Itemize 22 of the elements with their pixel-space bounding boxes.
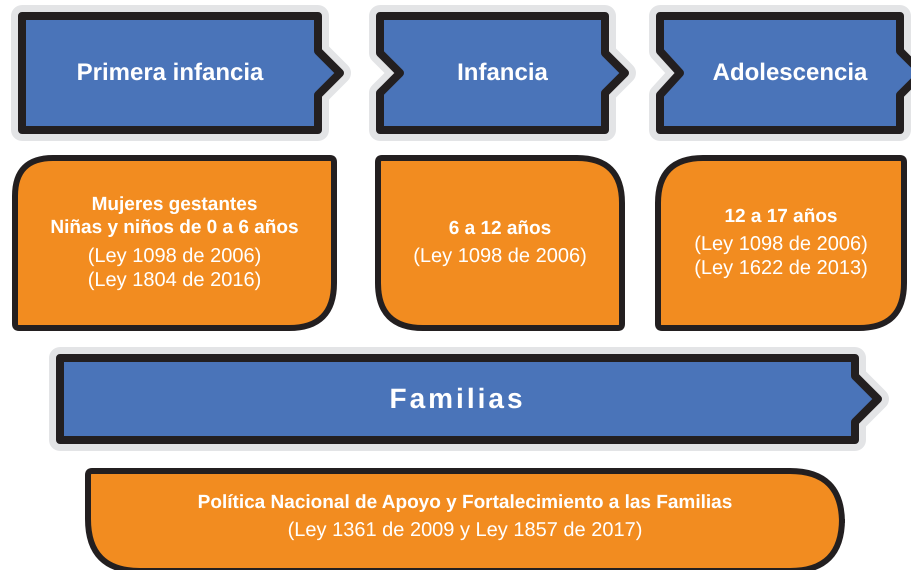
stage-arrow-shape — [12, 6, 350, 140]
info-card — [85, 468, 845, 570]
law-reference: (Ley 1804 de 2016) — [88, 268, 262, 292]
law-reference: (Ley 1098 de 2006) — [413, 244, 587, 268]
stage-arrow-shape — [650, 6, 911, 140]
stage-title: Familias — [389, 382, 526, 416]
law-reference: (Ley 1361 de 2009 y Ley 1857 de 2017) — [288, 518, 642, 542]
card-heading: Niñas y niños de 0 a 6 años — [50, 217, 299, 240]
card-heading: Mujeres gestantes — [92, 194, 258, 217]
law-reference: (Ley 1098 de 2006) — [88, 244, 262, 268]
info-card — [655, 155, 907, 331]
stage-title: Infancia — [457, 58, 548, 88]
info-card — [375, 155, 625, 331]
law-reference: (Ley 1098 de 2006) — [694, 232, 868, 256]
stage-title: Adolescencia — [712, 58, 868, 88]
stage-title: Primera infancia — [76, 58, 264, 88]
card-heading: 12 a 17 años — [724, 206, 838, 228]
stage-arrow-shape — [370, 6, 635, 140]
card-heading: 6 a 12 años — [448, 218, 552, 240]
info-card — [12, 155, 337, 331]
law-reference: (Ley 1622 de 2013) — [694, 256, 868, 280]
card-heading: Política Nacional de Apoyo y Fortalecimiento a las Familias — [198, 492, 732, 514]
